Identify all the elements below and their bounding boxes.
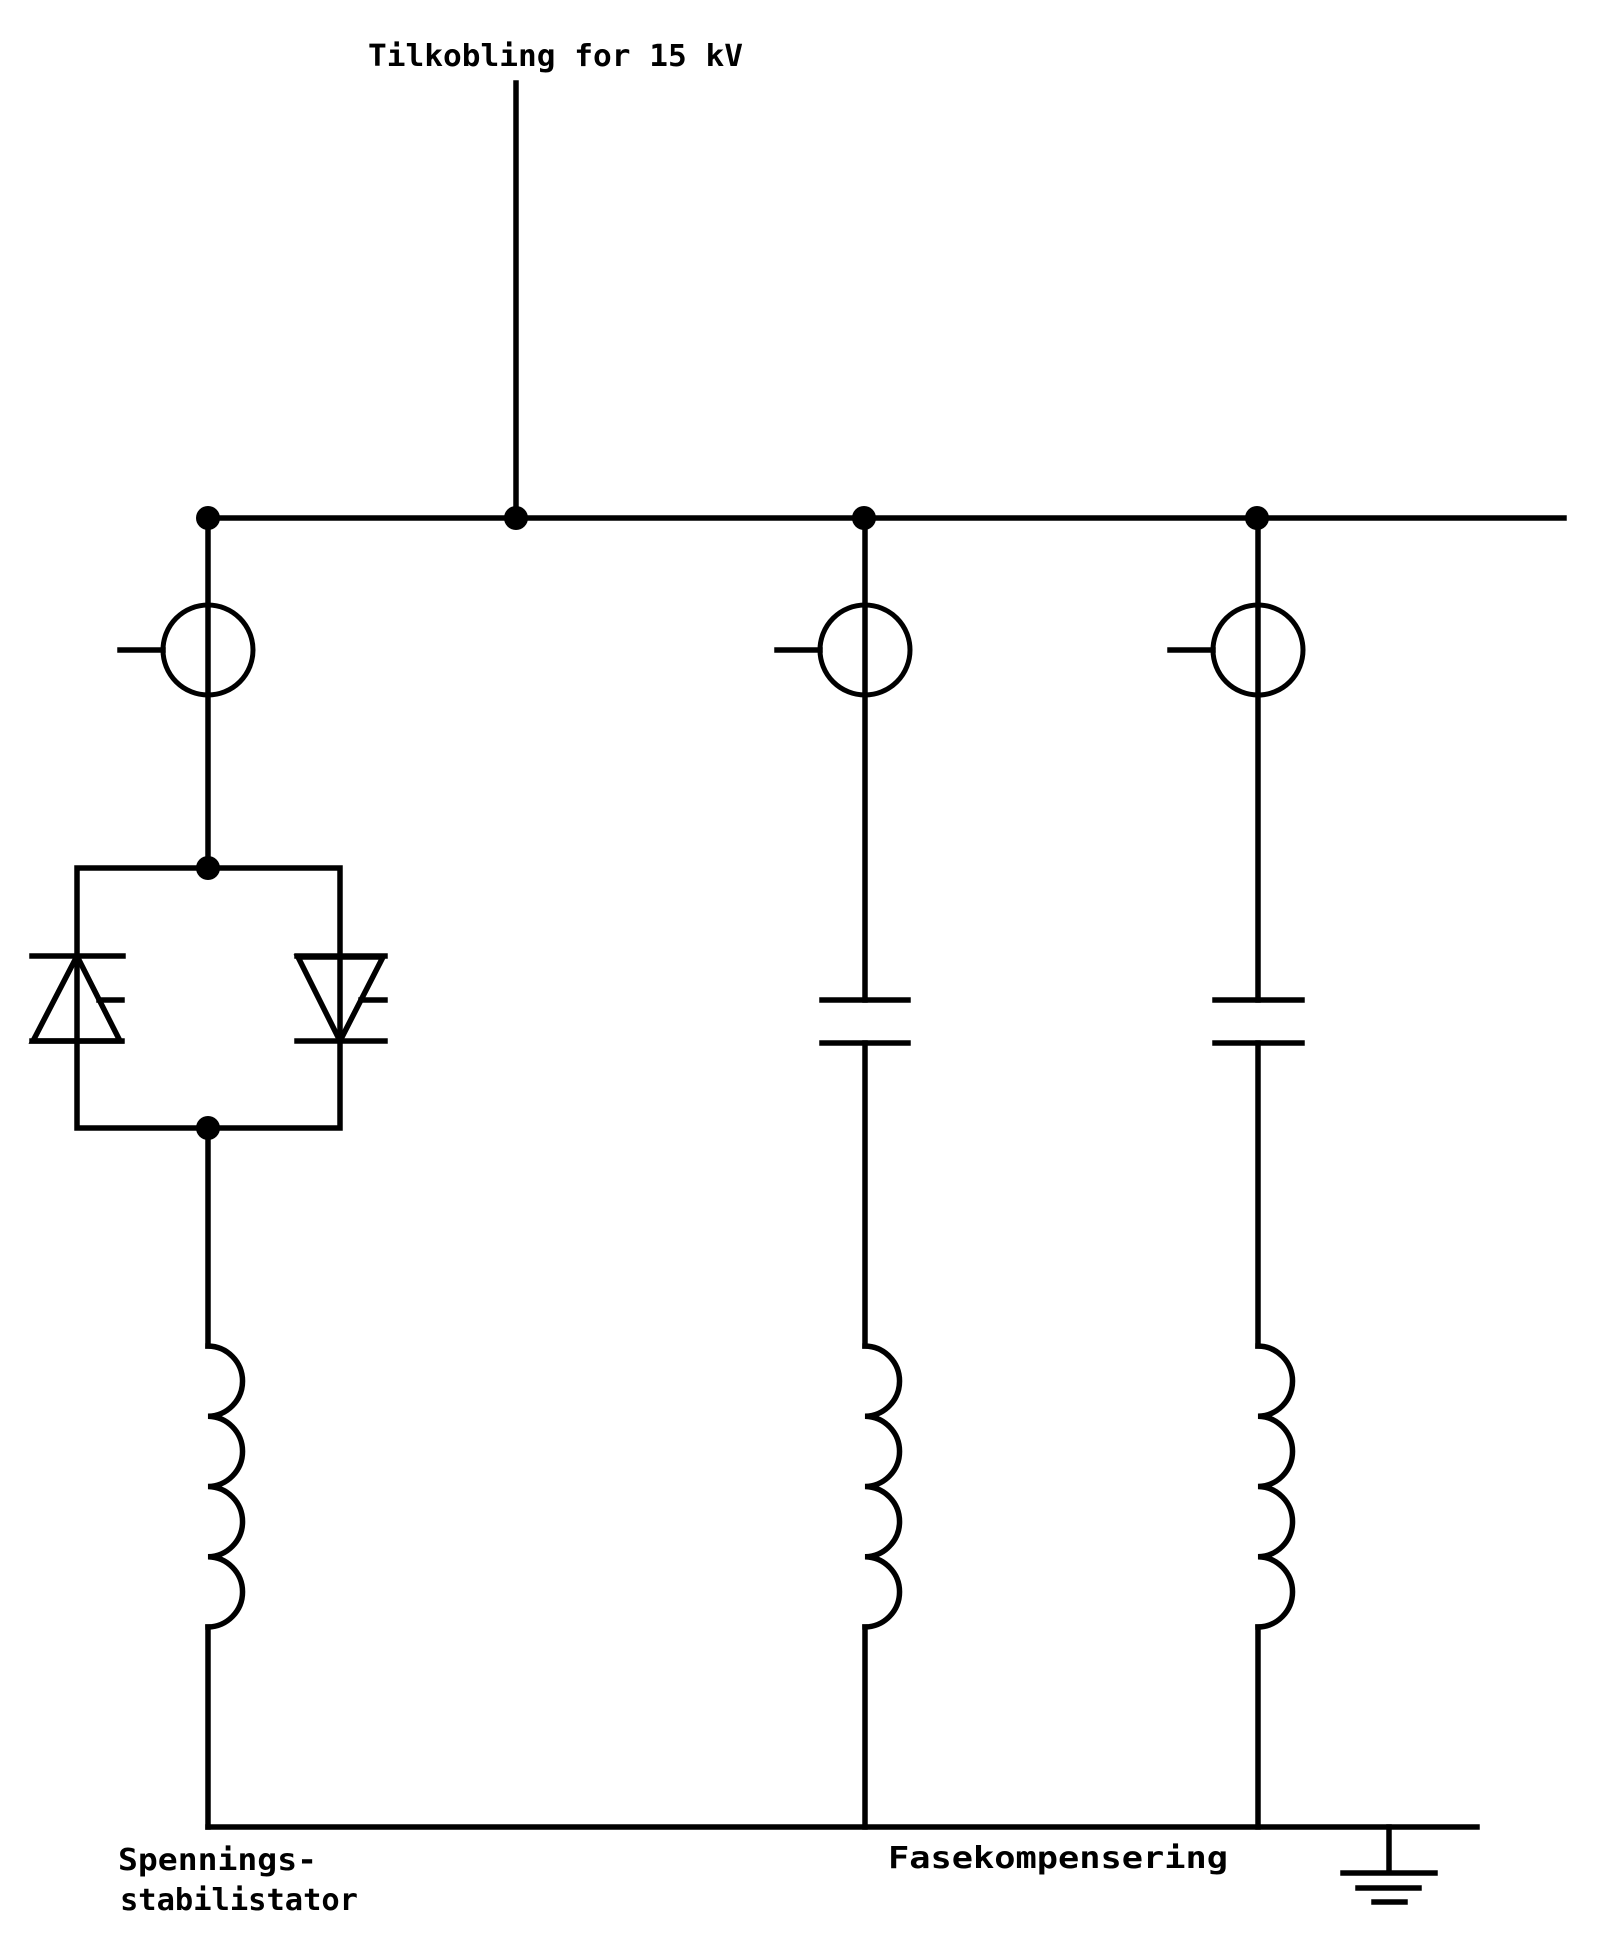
branch1-inductor-icon — [205, 1343, 246, 1630]
branch2-inductor-icon — [862, 1343, 903, 1630]
junction-dot — [196, 506, 220, 530]
junction-dot — [504, 506, 528, 530]
junction-dot — [852, 506, 876, 530]
junction-dot — [196, 1116, 220, 1140]
phase-compensation-label: Fasekompensering — [888, 1841, 1228, 1876]
junction-dot — [196, 856, 220, 880]
voltage-stabilizer-label-line1: Spennings- — [118, 1843, 317, 1878]
branch3-inductor-icon — [1255, 1343, 1296, 1630]
junction-dot — [1245, 506, 1269, 530]
feeder-label: Tilkobling for 15 kV — [368, 39, 743, 74]
voltage-stabilizer-label-line2: stabilistator — [120, 1883, 358, 1918]
